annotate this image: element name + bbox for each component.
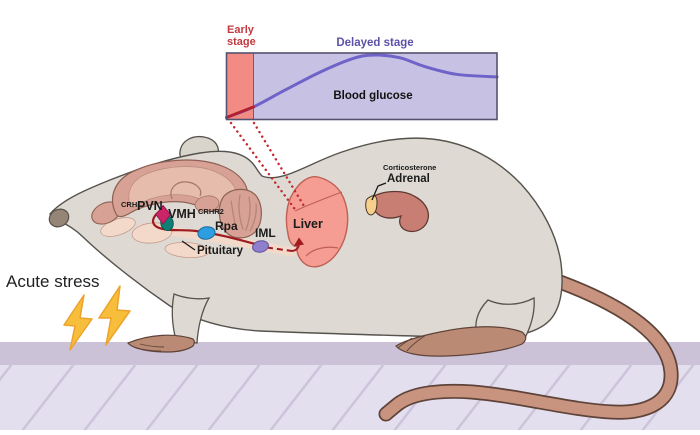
adrenal-label: Adrenal xyxy=(387,173,430,185)
hippocampus-curl xyxy=(170,181,202,200)
front-leg xyxy=(171,293,211,344)
inset-chart-border xyxy=(225,52,498,121)
acute-stress-bolts xyxy=(63,285,131,351)
early-stage-label: Early stage xyxy=(227,24,256,49)
glucose-curve xyxy=(225,53,499,119)
glucose-curve-early xyxy=(225,105,255,119)
inset-chart xyxy=(225,52,499,121)
midbrain-blob xyxy=(194,195,220,213)
corticosterone-label: Corticosterone xyxy=(383,163,437,172)
vmh-label: VMH xyxy=(168,207,196,221)
neural-pathway-line xyxy=(151,209,265,248)
adrenal-gland-shape xyxy=(365,195,378,216)
liver-label: Liver xyxy=(293,217,323,231)
inset-delayed-zone xyxy=(226,53,497,120)
pituitary-label: Pituitary xyxy=(197,245,244,257)
floor-bottom-gap xyxy=(0,430,700,435)
pituitary-pointer-line xyxy=(181,240,196,251)
front-paw xyxy=(127,334,196,353)
iml-marker xyxy=(252,240,269,253)
inset-callout-lines xyxy=(229,121,306,214)
adrenal-pointer-line xyxy=(371,182,387,201)
pvn-marker xyxy=(155,204,172,225)
lightning-bolt-right xyxy=(98,285,131,346)
iml-label: IML xyxy=(255,226,276,240)
rpa-label: Rpa xyxy=(215,219,238,233)
mouse-tail xyxy=(378,274,679,422)
lightning-bolt-left xyxy=(63,294,93,351)
crhr2-label: CRHR2 xyxy=(198,207,224,216)
blood-glucose-label: Blood glucose xyxy=(333,90,413,102)
acute-stress-label: Acute stress xyxy=(6,272,100,291)
rpa-marker xyxy=(197,226,216,240)
brain-cerebellum xyxy=(218,188,262,239)
pituitary-shape xyxy=(164,241,210,259)
pvn-label: PVN xyxy=(137,199,163,213)
crh-label: CRH xyxy=(121,200,138,209)
nose xyxy=(48,208,70,228)
floor-surface xyxy=(0,365,700,430)
pathway-dashed-arrow xyxy=(266,237,304,252)
delayed-stage-label: Delayed stage xyxy=(336,37,414,49)
floor-edge xyxy=(0,342,700,365)
floor-stripes xyxy=(0,363,695,432)
hind-paw xyxy=(395,326,527,357)
callout-dotted-line-right xyxy=(252,121,306,208)
